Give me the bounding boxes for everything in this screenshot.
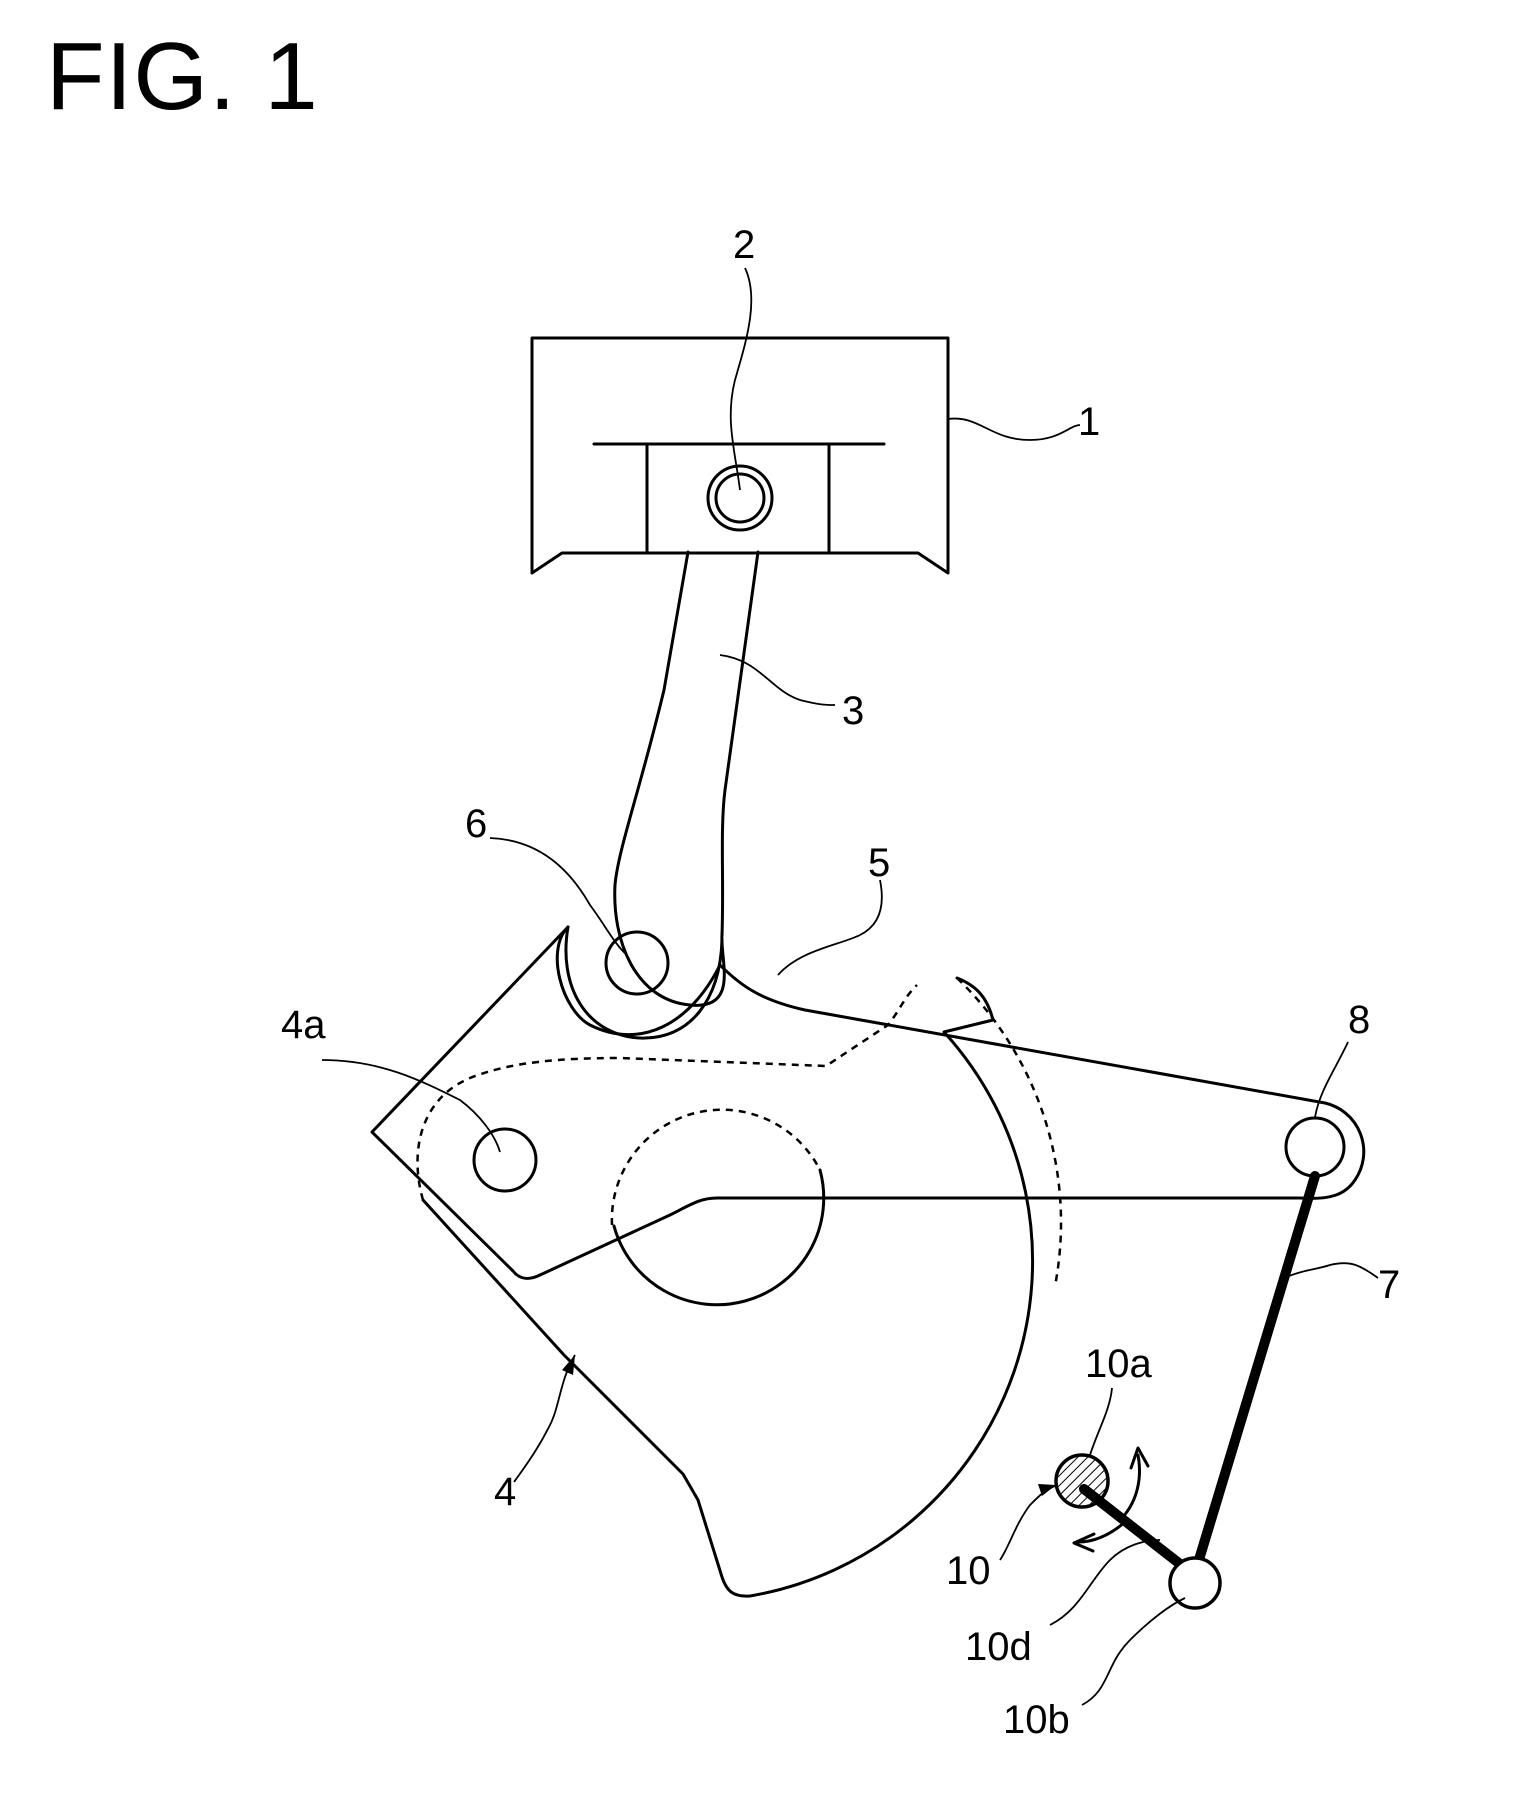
leader-7 xyxy=(1280,1263,1378,1280)
label-crankshaft: 4 xyxy=(494,1470,516,1514)
leader-4a xyxy=(322,1060,500,1152)
label-control-pin: 8 xyxy=(1348,998,1370,1042)
crank-pin xyxy=(474,1129,536,1191)
label-crank-pin: 4a xyxy=(281,1003,326,1047)
piston-outline xyxy=(532,338,948,573)
leader-1 xyxy=(948,419,1080,440)
shaft-center xyxy=(1056,1455,1108,1507)
lower-link-outline xyxy=(372,927,1364,1278)
label-eccentric-pin: 10b xyxy=(1003,1698,1070,1742)
leader-5 xyxy=(778,880,882,975)
control-link xyxy=(1198,1176,1315,1563)
label-upper-link: 3 xyxy=(842,689,864,733)
eccentric-pin xyxy=(1170,1558,1220,1608)
label-control-shaft: 10 xyxy=(946,1549,991,1593)
label-piston: 1 xyxy=(1078,400,1100,444)
journal-solid-arc xyxy=(614,1170,824,1305)
piston-pin-outer xyxy=(708,466,772,530)
leader-2 xyxy=(731,268,752,490)
label-arm: 10d xyxy=(965,1625,1032,1669)
journal-dashed-arc xyxy=(612,1110,820,1225)
leader-10 xyxy=(1000,1486,1055,1560)
label-upper-pin: 6 xyxy=(465,802,487,846)
control-pin xyxy=(1286,1118,1344,1176)
leader-10a xyxy=(1090,1388,1112,1455)
leader-10d xyxy=(1050,1540,1160,1625)
piston-pin-inner xyxy=(716,474,764,522)
label-shaft-center: 10a xyxy=(1085,1342,1152,1386)
leader-4 xyxy=(514,1355,575,1482)
upper-link-outline xyxy=(615,552,758,1005)
rotation-arrow-up xyxy=(1120,1455,1139,1520)
label-piston-pin: 2 xyxy=(733,223,755,267)
label-lower-link: 5 xyxy=(868,841,890,885)
label-control-link: 7 xyxy=(1378,1263,1400,1307)
leader-10b xyxy=(1082,1598,1185,1705)
